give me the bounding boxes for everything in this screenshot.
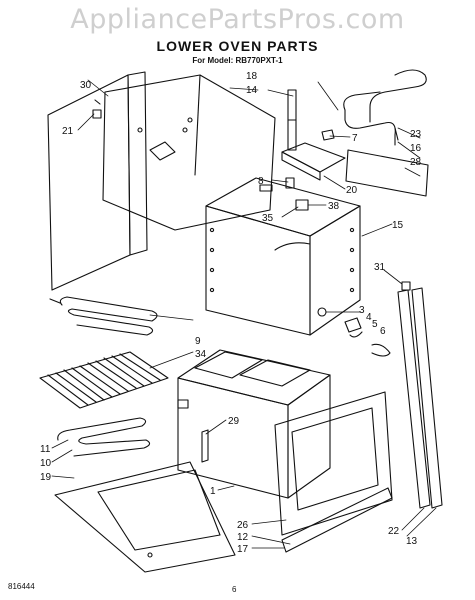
part-11-bake-element: [57, 417, 151, 457]
label-9: 9: [195, 336, 201, 347]
part-29-hinge: [201, 429, 209, 463]
label-21: 21: [62, 126, 74, 137]
part-1-oven-cavity: [177, 349, 331, 499]
part-19-bottom-panel: [54, 461, 236, 573]
part-34-oven-rack: [39, 351, 169, 409]
footer-page-number: 6: [232, 585, 237, 594]
label-12: 12: [237, 532, 249, 543]
leader-lines: [51, 79, 437, 549]
label-16: 16: [410, 143, 422, 154]
label-18: 18: [246, 71, 258, 82]
part-30-side-panel: [47, 71, 148, 291]
part-38-oven-shell: [205, 177, 361, 336]
model-line: For Model: RB770PXT-1: [192, 56, 283, 65]
label-14: 14: [246, 85, 258, 96]
label-5: 5: [372, 319, 378, 330]
label-13: 13: [406, 536, 418, 547]
label-11: 11: [40, 444, 51, 455]
part-20-burner-box: [281, 142, 346, 181]
part-31-trim-strip: [397, 281, 443, 509]
label-3: 3: [359, 305, 365, 316]
label-34: 34: [195, 349, 207, 360]
label-22: 22: [388, 526, 400, 537]
label-23: 23: [410, 129, 422, 140]
part-3-light-socket: [317, 307, 391, 357]
label-17: 17: [237, 544, 249, 555]
label-29: 29: [228, 416, 240, 427]
label-38: 38: [328, 201, 340, 212]
label-1: 1: [210, 486, 216, 497]
part-17-kick-plate: [281, 487, 393, 553]
label-7: 7: [352, 133, 358, 144]
label-19: 19: [40, 472, 52, 483]
part-26-door-frame: [274, 391, 393, 536]
label-10: 10: [40, 458, 52, 469]
label-35: 35: [262, 213, 274, 224]
part-18-back-panel: [102, 74, 276, 231]
part-28-bracket: [345, 149, 429, 197]
label-30: 30: [80, 80, 92, 91]
label-26: 26: [237, 520, 249, 531]
diagram-title: LOWER OVEN PARTS: [156, 38, 319, 54]
label-4: 4: [366, 312, 372, 323]
watermark: AppliancePartsPros.com: [70, 4, 405, 35]
part-23-burner-tube: [343, 69, 427, 146]
label-20: 20: [346, 185, 358, 196]
label-15: 15: [392, 220, 404, 231]
label-31: 31: [374, 262, 386, 273]
label-6: 6: [380, 326, 386, 337]
footer-part-number: 816444: [8, 582, 35, 591]
part-14-burner-tube: [287, 89, 297, 151]
label-8: 8: [258, 176, 264, 187]
part-9-broil-element: [49, 296, 158, 336]
label-28: 28: [410, 157, 422, 168]
part-labels: 30 21 18 14 7 23 16 28 20 8 38 35 15 31 …: [40, 71, 422, 555]
part-7-clip: [321, 129, 335, 141]
